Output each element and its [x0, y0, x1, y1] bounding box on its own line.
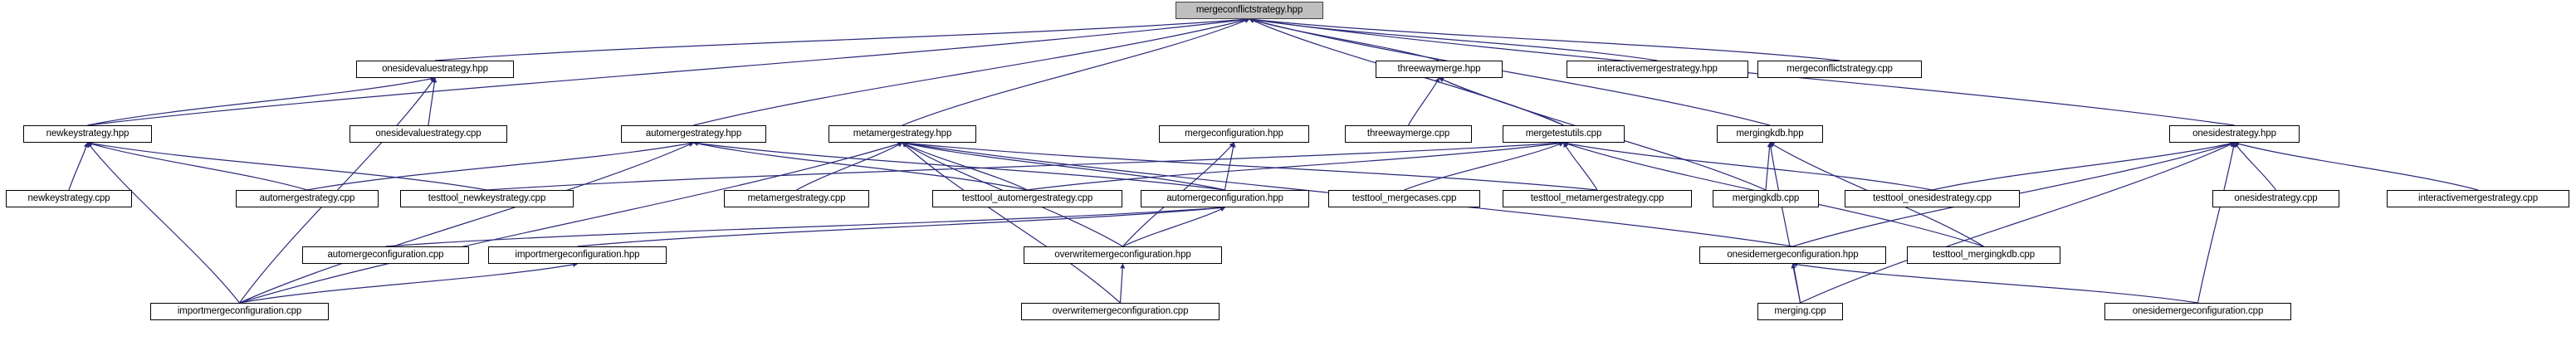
graph-edge [1562, 141, 1933, 191]
graph-edge [385, 205, 1226, 247]
graph-edge [2197, 142, 2236, 304]
graph-node-testtool-automergestrategy-cpp[interactable]: testtool_automergestrategy.cpp [932, 190, 1122, 207]
graph-edge [68, 142, 89, 191]
graph-node-metamergestrategy-cpp[interactable]: metamergestrategy.cpp [724, 190, 869, 207]
graph-node-interactivemergestrategy-cpp[interactable]: interactivemergestrategy.cpp [2387, 190, 2569, 207]
graph-node-metamergestrategy-hpp[interactable]: metamergestrategy.hpp [829, 125, 976, 143]
graph-edge [1791, 261, 2198, 304]
graph-node-automergeconfiguration-cpp[interactable]: automergeconfiguration.cpp [302, 246, 469, 264]
graph-edge [1562, 142, 1598, 191]
graph-node-automergestrategy-hpp[interactable]: automergestrategy.hpp [621, 125, 766, 143]
graph-edge [1791, 263, 1801, 304]
graph-edge [1249, 17, 1658, 61]
graph-edge [87, 17, 1250, 126]
graph-node-onesidevaluestrategy-cpp[interactable]: onesidevaluestrategy.cpp [349, 125, 507, 143]
graph-node-overwritemergeconfiguration-cpp[interactable]: overwritemergeconfiguration.cpp [1021, 303, 1220, 320]
graph-node-onesidestrategy-hpp[interactable]: onesidestrategy.hpp [2169, 125, 2300, 143]
graph-edge [86, 140, 487, 191]
graph-edge [1438, 77, 1564, 126]
graph-node-mergingkdb-hpp[interactable]: mergingkdb.hpp [1717, 125, 1823, 143]
graph-edge [1407, 77, 1440, 126]
graph-edge [1119, 263, 1126, 304]
graph-edge [2233, 141, 2479, 191]
graph-node-testtool-onesidestrategy-cpp[interactable]: testtool_onesidestrategy.cpp [1845, 190, 2020, 207]
graph-edge [86, 141, 308, 191]
graph-edge [1249, 17, 1840, 61]
graph-node-automergeconfiguration-hpp[interactable]: automergeconfiguration.hpp [1141, 190, 1309, 207]
graph-edge [902, 18, 1250, 126]
graph-edge [1224, 142, 1236, 191]
graph-edge [902, 142, 1121, 304]
graph-node-onesidemergeconfiguration-hpp[interactable]: onesidemergeconfiguration.hpp [1699, 246, 1886, 264]
graph-edge [1027, 140, 1565, 191]
graph-node-newkeystrategy-hpp[interactable]: newkeystrategy.hpp [23, 125, 152, 143]
graph-node-onesidestrategy-cpp[interactable]: onesidestrategy.cpp [2212, 190, 2339, 207]
graph-edge [1767, 142, 1801, 304]
graph-edge [902, 141, 1225, 191]
graph-node-overwritemergeconfiguration-hpp[interactable]: overwritemergeconfiguration.hpp [1024, 246, 1222, 264]
graph-edge [239, 142, 695, 304]
graph-node-automergestrategy-cpp[interactable]: automergestrategy.cpp [236, 190, 379, 207]
graph-edge [1249, 17, 1440, 61]
graph-edge [486, 140, 1565, 191]
graph-node-testtool-metamergestrategy-cpp[interactable]: testtool_metamergestrategy.cpp [1503, 190, 1692, 207]
graph-edge [1932, 141, 2236, 191]
graph-node-merging-cpp[interactable]: merging.cpp [1757, 303, 1843, 320]
graph-node-mergeconfiguration-hpp[interactable]: mergeconfiguration.hpp [1159, 125, 1309, 143]
graph-node-threewaymerge-cpp[interactable]: threewaymerge.cpp [1345, 125, 1472, 143]
graph-edge [428, 77, 437, 126]
graph-node-mergetestutils-cpp[interactable]: mergetestutils.cpp [1503, 125, 1625, 143]
graph-edge [1800, 142, 2236, 304]
graph-node-onesidemergeconfiguration-cpp[interactable]: onesidemergeconfiguration.cpp [2104, 303, 2291, 320]
graph-edge [693, 17, 1250, 126]
graph-edge [2234, 142, 2276, 191]
graph-edge [1765, 142, 1772, 191]
graph-edge [1122, 207, 1226, 247]
graph-node-onesidevaluestrategy-hpp[interactable]: onesidevaluestrategy.hpp [356, 61, 514, 78]
graph-edge [902, 142, 1028, 191]
graph-edge [306, 141, 695, 191]
graph-edge [239, 141, 903, 304]
graph-edge [1404, 142, 1565, 191]
graph-node-mergingkdb-cpp[interactable]: mergingkdb.cpp [1713, 190, 1819, 207]
graph-edge [692, 141, 1028, 191]
graph-edge [87, 142, 240, 304]
graph-edge [692, 140, 1225, 191]
graph-edge [902, 140, 1598, 191]
graph-edge [577, 205, 1226, 247]
graph-node-threewaymerge-hpp[interactable]: threewaymerge.hpp [1376, 61, 1503, 78]
graph-edge [796, 142, 903, 191]
graph-node-testtool-mergingkdb-cpp[interactable]: testtool_mergingkdb.cpp [1907, 246, 2060, 264]
graph-edge [434, 17, 1250, 61]
graph-node-importmergeconfiguration-hpp[interactable]: importmergeconfiguration.hpp [488, 246, 667, 264]
graph-node-mergeconflictstrategy-cpp[interactable]: mergeconflictstrategy.cpp [1757, 61, 1922, 78]
graph-node-testtool-newkeystrategy-cpp[interactable]: testtool_newkeystrategy.cpp [400, 190, 574, 207]
graph-edge [239, 261, 579, 304]
graph-node-testtool-mergecases-cpp[interactable]: testtool_mergecases.cpp [1328, 190, 1480, 207]
graph-edge [87, 76, 436, 126]
graph-node-importmergeconfiguration-cpp[interactable]: importmergeconfiguration.cpp [150, 303, 329, 320]
graph-node-mergeconflictstrategy-hpp[interactable]: mergeconflictstrategy.hpp [1176, 2, 1323, 19]
graph-node-newkeystrategy-cpp[interactable]: newkeystrategy.cpp [6, 190, 132, 207]
graph-node-interactivemergestrategy-hpp[interactable]: interactivemergestrategy.hpp [1567, 61, 1748, 78]
